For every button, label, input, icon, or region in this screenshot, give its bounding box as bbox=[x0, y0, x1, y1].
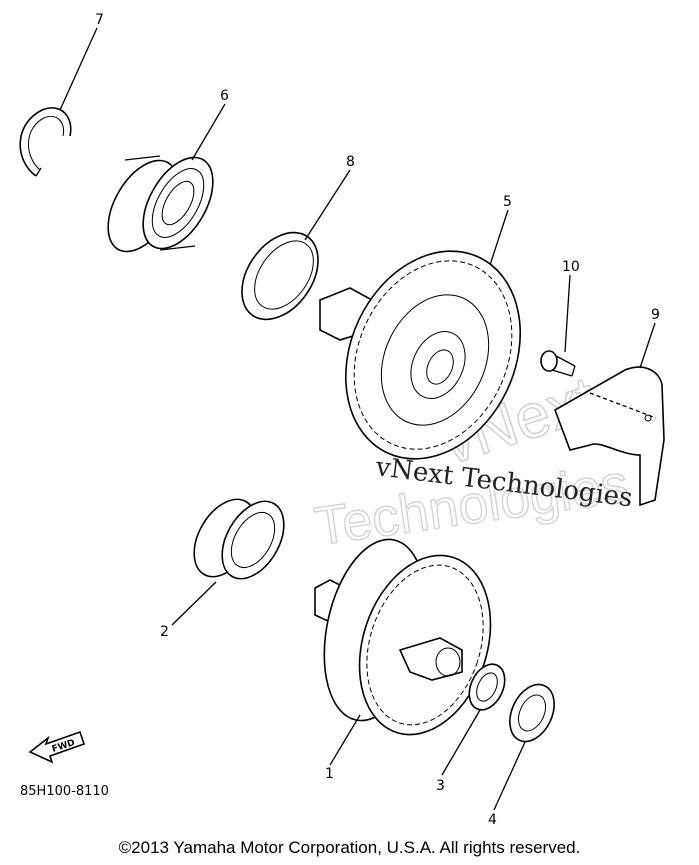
part-bearing-lower bbox=[193, 498, 285, 580]
part-gear-upper bbox=[319, 250, 522, 460]
part-bearing-upper bbox=[107, 155, 214, 253]
part-washer-small bbox=[468, 663, 506, 711]
callout-2: 2 bbox=[160, 624, 169, 640]
part-circlip bbox=[19, 107, 72, 177]
callout-9: 9 bbox=[651, 307, 660, 323]
copyright-footer: ©2013 Yamaha Motor Corporation, U.S.A. A… bbox=[118, 838, 581, 857]
callout-7: 7 bbox=[95, 12, 104, 28]
part-washer-large bbox=[509, 683, 555, 743]
callout-4: 4 bbox=[488, 812, 497, 828]
drawing-code: 85H100-8110 bbox=[20, 784, 109, 799]
part-bracket bbox=[554, 366, 665, 507]
callout-8: 8 bbox=[346, 154, 355, 170]
fwd-arrow-icon: FWD bbox=[28, 730, 86, 764]
callout-3: 3 bbox=[436, 778, 445, 794]
callout-6: 6 bbox=[220, 88, 229, 104]
callout-10: 10 bbox=[562, 259, 580, 275]
part-oil-seal bbox=[241, 231, 319, 321]
part-gear-lower bbox=[314, 538, 492, 736]
callout-1: 1 bbox=[325, 766, 334, 782]
callout-5: 5 bbox=[503, 194, 512, 210]
leader-lines bbox=[59, 27, 656, 811]
part-bolt bbox=[540, 350, 576, 377]
